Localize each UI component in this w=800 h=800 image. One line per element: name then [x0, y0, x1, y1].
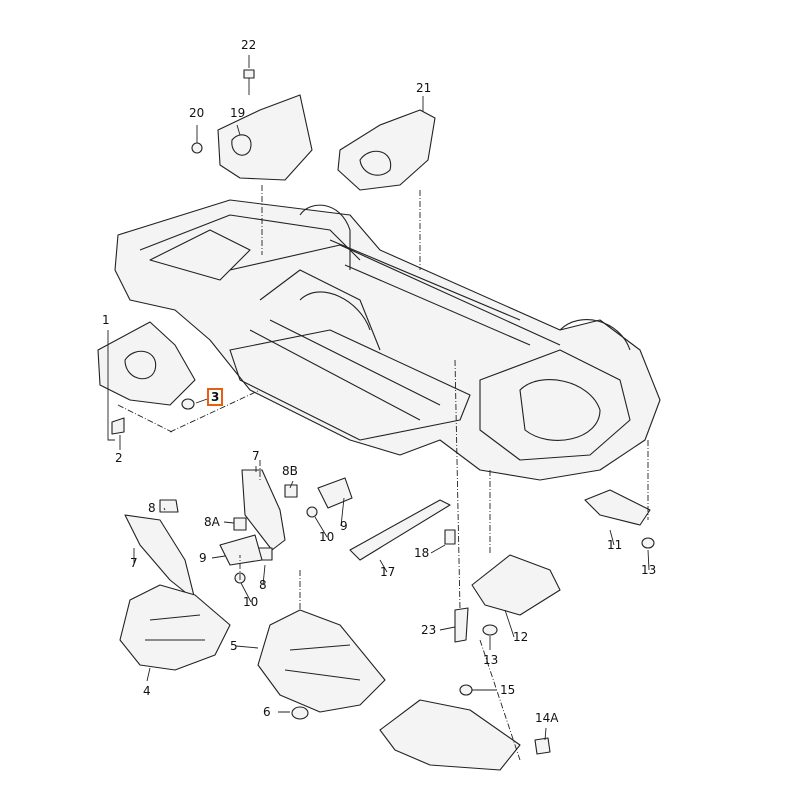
bolt-8A — [233, 517, 247, 531]
nut-20 — [191, 142, 203, 154]
clip-2 — [111, 417, 125, 435]
rail-17 — [349, 499, 451, 561]
bracket-9 — [219, 534, 263, 566]
clip-10b — [306, 506, 318, 518]
label-9b[interactable]: 9 — [199, 551, 207, 565]
label-4[interactable]: 4 — [143, 684, 151, 698]
label-20[interactable]: 20 — [189, 106, 205, 120]
label-18[interactable]: 18 — [414, 546, 430, 560]
label-1[interactable]: 1 — [102, 313, 110, 327]
label-7[interactable]: 7 — [252, 449, 260, 463]
label-21[interactable]: 21 — [416, 81, 432, 95]
label-2[interactable]: 2 — [115, 451, 123, 465]
label-12[interactable]: 12 — [513, 630, 529, 644]
bolt-22 — [243, 69, 255, 79]
shield-4 — [119, 584, 231, 671]
shield-11 — [584, 489, 651, 526]
label-13[interactable]: 13 — [641, 563, 657, 577]
label-8B[interactable]: 8B — [282, 464, 298, 478]
heat-shield-21 — [337, 109, 436, 191]
bracket-9b — [317, 477, 353, 509]
label-17[interactable]: 17 — [380, 565, 396, 579]
shield-12 — [471, 554, 561, 616]
nut-15 — [459, 684, 473, 696]
label-8A[interactable]: 8A — [204, 515, 220, 529]
shield-1 — [97, 321, 196, 406]
nut-3 — [181, 398, 195, 410]
nut-8B — [284, 484, 298, 498]
label-13b[interactable]: 13 — [483, 653, 499, 667]
shield-14 — [379, 699, 521, 771]
label-8b[interactable]: 8 — [259, 578, 267, 592]
bolt-18 — [444, 529, 456, 545]
label-5[interactable]: 5 — [230, 639, 238, 653]
bracket-7 — [241, 469, 286, 551]
label-8[interactable]: 8 — [148, 501, 156, 515]
nut-13 — [641, 537, 655, 549]
label-3-highlighted[interactable]: 3 — [207, 388, 224, 406]
label-9[interactable]: 9 — [340, 519, 348, 533]
label-10[interactable]: 10 — [319, 530, 335, 544]
label-11[interactable]: 11 — [607, 538, 623, 552]
label-15[interactable]: 15 — [500, 683, 516, 697]
clip-14A — [534, 737, 551, 755]
bracket-23 — [454, 607, 469, 643]
label-6[interactable]: 6 — [263, 705, 271, 719]
nut-8 — [159, 499, 179, 513]
shield-5 — [257, 609, 386, 713]
label-10b[interactable]: 10 — [243, 595, 259, 609]
nut-13b — [482, 624, 498, 636]
label-7b[interactable]: 7 — [130, 556, 138, 570]
nut-6 — [291, 706, 309, 720]
label-23[interactable]: 23 — [421, 623, 437, 637]
label-19[interactable]: 19 — [230, 106, 246, 120]
underbody-floor — [114, 199, 661, 481]
label-22[interactable]: 22 — [241, 38, 257, 52]
label-14A[interactable]: 14A — [535, 711, 559, 725]
heat-shield-19 — [217, 94, 313, 181]
